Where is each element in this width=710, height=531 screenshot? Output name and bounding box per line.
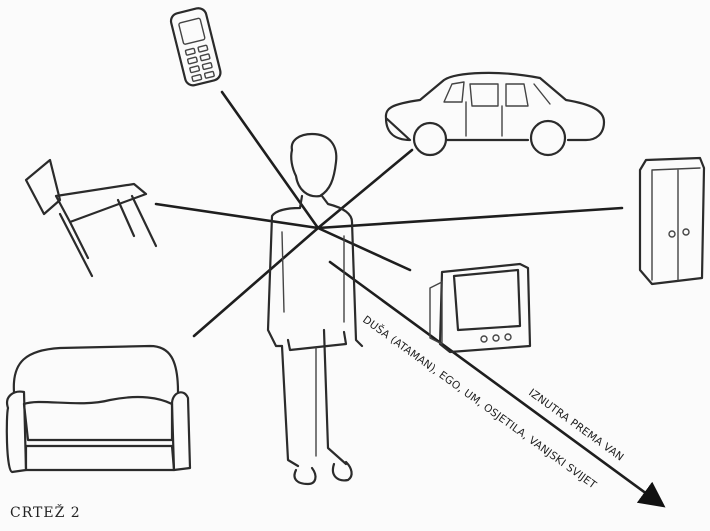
person-figure (268, 134, 362, 484)
ray-car (318, 150, 412, 228)
wardrobe-icon (640, 158, 704, 284)
figure-caption: CRTEŽ 2 (10, 505, 81, 521)
ray-phone (222, 92, 318, 228)
car-icon (386, 73, 604, 155)
rays (156, 92, 662, 505)
sofa-icon (7, 346, 190, 472)
television-icon (430, 264, 530, 352)
chair-icon (26, 160, 156, 276)
mobile-phone-icon (169, 7, 222, 88)
label-layers: DUŠA (ATAMAN), EGO, UM, OSJETILA, VANJSK… (360, 313, 599, 492)
ray-sofa (194, 228, 318, 336)
ray-wardrobe (318, 208, 622, 228)
outward-arrow (330, 262, 662, 505)
